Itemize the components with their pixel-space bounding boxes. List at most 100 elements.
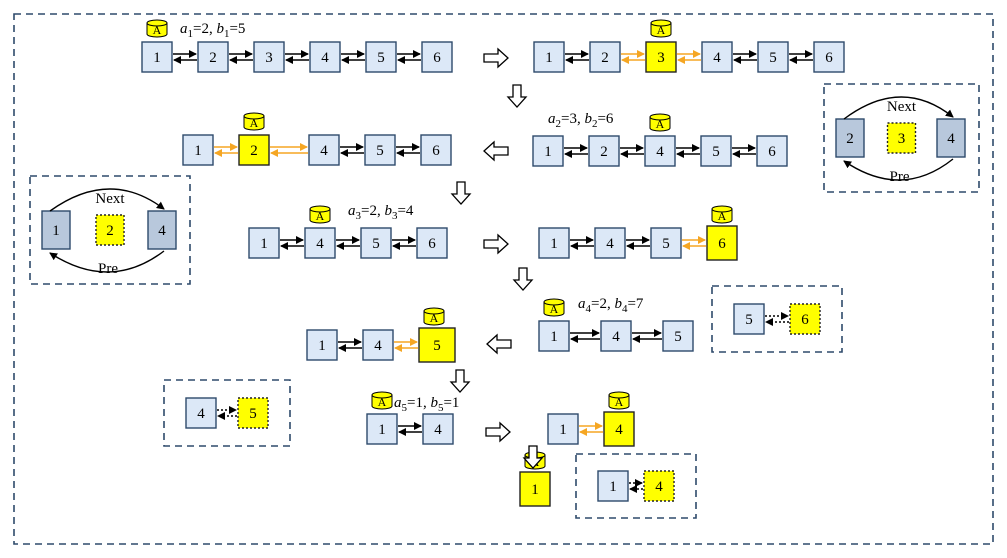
list-node-1: 1: [519, 471, 551, 507]
node-box: [533, 41, 565, 73]
list-node-6: 6: [416, 227, 448, 259]
list-node-4: 4: [362, 329, 394, 361]
inset-frame: [163, 379, 291, 447]
a-label: A: [550, 302, 559, 316]
link-arrows: [620, 144, 644, 158]
a-label: A: [153, 23, 162, 37]
list-node-2: 2: [588, 135, 620, 167]
list-node-5: 5: [650, 227, 682, 259]
flow-down-arrow-icon: [522, 445, 544, 469]
node-label: 5: [674, 329, 682, 345]
node-label: 6: [432, 143, 440, 159]
flow-down-arrow-icon: [449, 369, 471, 393]
link-arrows: [789, 50, 813, 64]
node-label: 5: [745, 312, 753, 328]
node-box: [237, 397, 269, 429]
node-label: 4: [320, 143, 328, 159]
next-label: Next: [95, 191, 125, 207]
node-label: 6: [801, 312, 809, 328]
a-label: A: [615, 395, 624, 409]
node-label: 4: [615, 422, 623, 438]
node-box: [248, 227, 280, 259]
list-node-5: 5: [757, 41, 789, 73]
list-node-1: 1: [533, 41, 565, 73]
list-node-4: 4: [422, 413, 454, 445]
node-box: [700, 135, 732, 167]
node-box: [662, 320, 694, 352]
list-node-4: 4: [603, 411, 635, 447]
node-label: 5: [769, 50, 777, 66]
link-arrows: [338, 338, 362, 352]
node-label: 4: [316, 236, 324, 252]
list-node-5: 5: [360, 227, 392, 259]
a-cylinder-icon: A: [711, 205, 733, 224]
node-label: 2: [846, 131, 854, 147]
list-node-4: 4: [308, 134, 340, 166]
a-label: A: [657, 23, 666, 37]
node-label: 1: [559, 422, 567, 438]
node-box: [360, 227, 392, 259]
link-arrows: [398, 422, 422, 436]
node-label: 4: [321, 50, 329, 66]
flow-right-arrow-icon: [485, 421, 511, 443]
node-box: [308, 134, 340, 166]
link-arrows: [397, 50, 421, 64]
node-label: 5: [433, 338, 441, 354]
node-label: 1: [550, 329, 558, 345]
node-box: [733, 303, 765, 335]
node-label: 1: [550, 236, 558, 252]
link-arrows: [632, 329, 662, 343]
node-box: [185, 397, 217, 429]
node-box: [936, 118, 966, 158]
a-label: A: [430, 311, 439, 325]
list-node-6: 6: [813, 41, 845, 73]
list-node-6: 6: [706, 225, 738, 261]
node-box: [756, 135, 788, 167]
flow-right-arrow-icon: [483, 233, 509, 255]
node-box: [147, 210, 177, 250]
list-node-2: 2: [197, 41, 229, 73]
node-label: 2: [106, 223, 114, 239]
node-label: 3: [657, 50, 665, 66]
node-label: 2: [601, 50, 609, 66]
node-label: 4: [655, 479, 663, 495]
node-box: [757, 41, 789, 73]
a-label: A: [656, 117, 665, 131]
node-label: 6: [428, 236, 436, 252]
list-node-1: 1: [182, 134, 214, 166]
list-node-5: 5: [365, 41, 397, 73]
link-arrows: [229, 50, 253, 64]
node-box: [41, 210, 71, 250]
link-arrows: [676, 144, 700, 158]
node-box: [309, 41, 341, 73]
node-label: 1: [544, 144, 552, 160]
node-label: 1: [531, 482, 539, 498]
list-node-4: 4: [701, 41, 733, 73]
list-node-1: 1: [306, 329, 338, 361]
ring-node-right: 4: [936, 118, 966, 158]
flow-left-arrow-icon: [486, 333, 512, 355]
link-arrows: [340, 143, 364, 157]
link-arrows: [280, 236, 304, 250]
flow-right-arrow-icon: [483, 47, 509, 69]
node-box: [197, 41, 229, 73]
node-label: 1: [260, 236, 268, 252]
node-box: [538, 227, 570, 259]
a-cylinder-icon: A: [371, 391, 393, 410]
node-box: [645, 41, 677, 73]
a-label: A: [316, 209, 325, 223]
list-node-4: 4: [644, 135, 676, 167]
node-box: [420, 134, 452, 166]
node-box: [643, 470, 675, 502]
node-box: [650, 227, 682, 259]
node-label: 4: [656, 144, 664, 160]
caption-c4: a4=2, b4=7: [578, 296, 644, 315]
